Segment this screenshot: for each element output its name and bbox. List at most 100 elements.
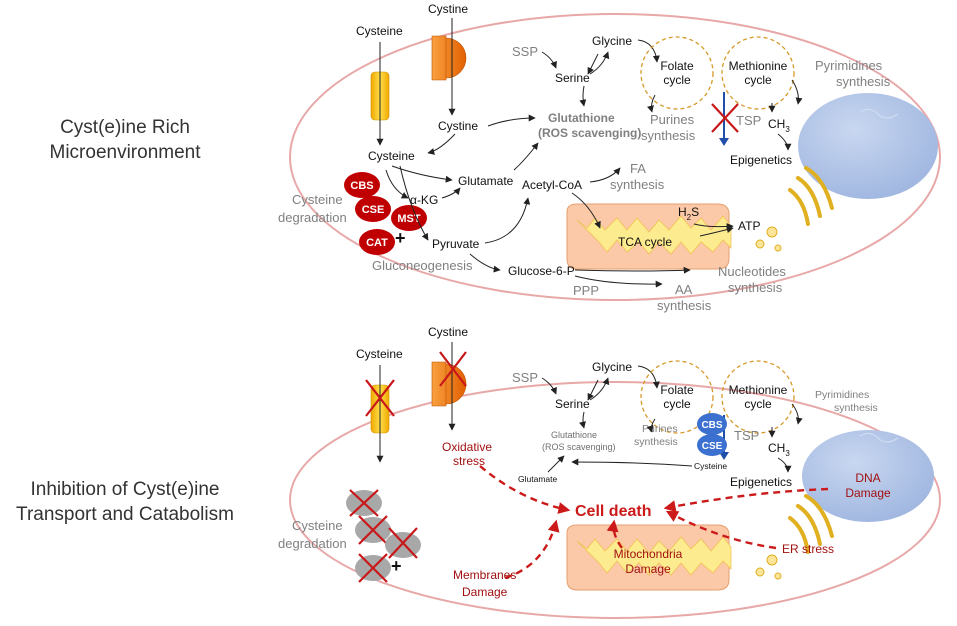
label-atp-top: ATP xyxy=(738,219,760,233)
arrow-g6p-nucleotides xyxy=(574,266,691,274)
nucleus-top xyxy=(798,93,938,199)
label-cell-death: Cell death xyxy=(575,503,651,520)
arrow-folate-purines xyxy=(647,94,656,113)
arrow-glycine-serine xyxy=(587,53,599,75)
label-cse-bottom: CSE xyxy=(702,441,723,452)
cell-membrane-bottom xyxy=(289,381,941,619)
folate-cycle-top xyxy=(640,36,714,110)
arrow-ssp-serine xyxy=(541,51,557,69)
arrow-cysteine-glutathione-bottom xyxy=(571,458,693,467)
arrow-ssp-serine-bottom xyxy=(541,377,557,395)
label-glutathione-top: Glutathione xyxy=(548,111,615,125)
label-tca-top: TCA cycle xyxy=(618,235,672,249)
label-g6p-top: Glucose-6-P xyxy=(508,264,575,278)
tsp-arrowhead xyxy=(719,138,729,146)
er-membrane-bottom xyxy=(788,494,834,554)
label-cystine-out-bottom: Cystine xyxy=(428,325,468,339)
top-panel: Cysteine Cystine Cystine Cysteine SSP Se… xyxy=(278,2,941,313)
label-ros-top: (ROS scavenging) xyxy=(538,126,641,140)
panel-title-bottom: Inhibition of Cyst(e)ine Transport and C… xyxy=(0,477,250,527)
label-glutathione-bottom: Glutathione xyxy=(551,430,597,440)
arrow-meth-pyrimidines xyxy=(791,79,803,105)
tsp-cross-top xyxy=(711,103,739,133)
panel-title-bottom-line2: Transport and Catabolism xyxy=(16,504,234,525)
label-pyruvate-top: Pyruvate xyxy=(432,237,480,251)
panel-title-top-line1: Cyst(e)ine Rich xyxy=(60,117,190,138)
enzyme-cse-top: CSE xyxy=(355,196,391,222)
label-ros-bottom: (ROS scavenging) xyxy=(542,442,616,452)
label-epigenetics-top: Epigenetics xyxy=(730,153,792,167)
cross-cysteine-transporter xyxy=(365,379,395,417)
label-cysteine-in-top: Cysteine xyxy=(368,149,415,163)
dna-strand-top xyxy=(859,108,899,119)
label-glycine-bottom: Glycine xyxy=(592,360,632,374)
dashed-er-to-death xyxy=(665,510,777,550)
enzyme-mst-top: MST xyxy=(391,205,427,231)
label-glutamate-top: Glutamate xyxy=(458,174,514,188)
er-membrane-top xyxy=(788,166,834,226)
arrow-folate-purines-bottom xyxy=(646,418,656,433)
panel-title-top-line2: Microenvironment xyxy=(49,142,201,163)
arrow-cystine-to-cysteine xyxy=(427,133,456,155)
label-glycine-top: Glycine xyxy=(592,34,632,48)
enzyme-cbs-bottom: CBS xyxy=(697,413,727,435)
dna-strand-bottom xyxy=(859,432,899,443)
vesicles-top xyxy=(755,226,782,252)
label-serine-bottom: Serine xyxy=(555,397,590,411)
cross-cystine-transporter xyxy=(439,351,467,387)
label-cysteine-small-bottom: Cysteine xyxy=(694,461,727,471)
arrow-meth-pyrimidines-bottom xyxy=(791,403,803,425)
label-cat-top: CAT xyxy=(366,237,388,249)
dashed-membranes-to-death xyxy=(504,519,560,580)
label-gluconeogenesis-top: Gluconeogenesis xyxy=(372,258,473,273)
arrow-acetyl-fa xyxy=(589,167,621,183)
arrow-ch3-epigenetics-bottom xyxy=(777,457,792,473)
label-cbs-bottom: CBS xyxy=(701,420,722,431)
plus-sign-bottom: + xyxy=(391,556,402,576)
label-akg-top: α-KG xyxy=(410,193,438,207)
mitochondria-cristae-bottom xyxy=(576,536,732,576)
enzyme-cbs-inhibited xyxy=(346,489,382,517)
label-cysteine-out-top: Cysteine xyxy=(356,24,403,38)
folate-cycle-bottom xyxy=(640,360,714,434)
arrow-acetyl-tca xyxy=(571,192,601,229)
label-ch3-top: CH3 xyxy=(768,117,790,134)
tsp-arrowhead-bottom xyxy=(719,452,729,460)
arrow-glycine-folate xyxy=(637,39,660,63)
arrow-cysteine-pyruvate xyxy=(399,165,429,241)
label-serine-top: Serine xyxy=(555,71,590,85)
dashed-oxidative-to-death xyxy=(479,465,571,514)
enzyme-cat-inhibited xyxy=(355,553,391,583)
enzyme-cse-inhibited xyxy=(355,515,391,545)
arrow-ch3-epigenetics xyxy=(777,133,792,151)
dashed-mito-to-death xyxy=(606,519,623,549)
dashed-dna-to-death xyxy=(663,487,829,513)
label-mst-top: MST xyxy=(397,213,421,225)
cell-membrane-top xyxy=(289,13,941,301)
arrow-serine-glutathione-bottom xyxy=(579,411,586,429)
label-ch3-bottom: CH3 xyxy=(768,441,790,458)
label-ppp-top: PPP xyxy=(573,283,599,298)
methionine-cycle-top xyxy=(721,36,795,110)
label-acetylcoa-top: Acetyl-CoA xyxy=(522,178,582,192)
arrow-cysteine-glutamate-top xyxy=(391,165,453,183)
arrow-serine-glycine xyxy=(589,51,610,75)
label-cystine-in-top: Cystine xyxy=(438,119,478,133)
arrow-glutamate-glutathione xyxy=(513,142,539,171)
cystine-transporter-top xyxy=(431,35,467,81)
label-h2s-top: H2S xyxy=(678,205,699,222)
